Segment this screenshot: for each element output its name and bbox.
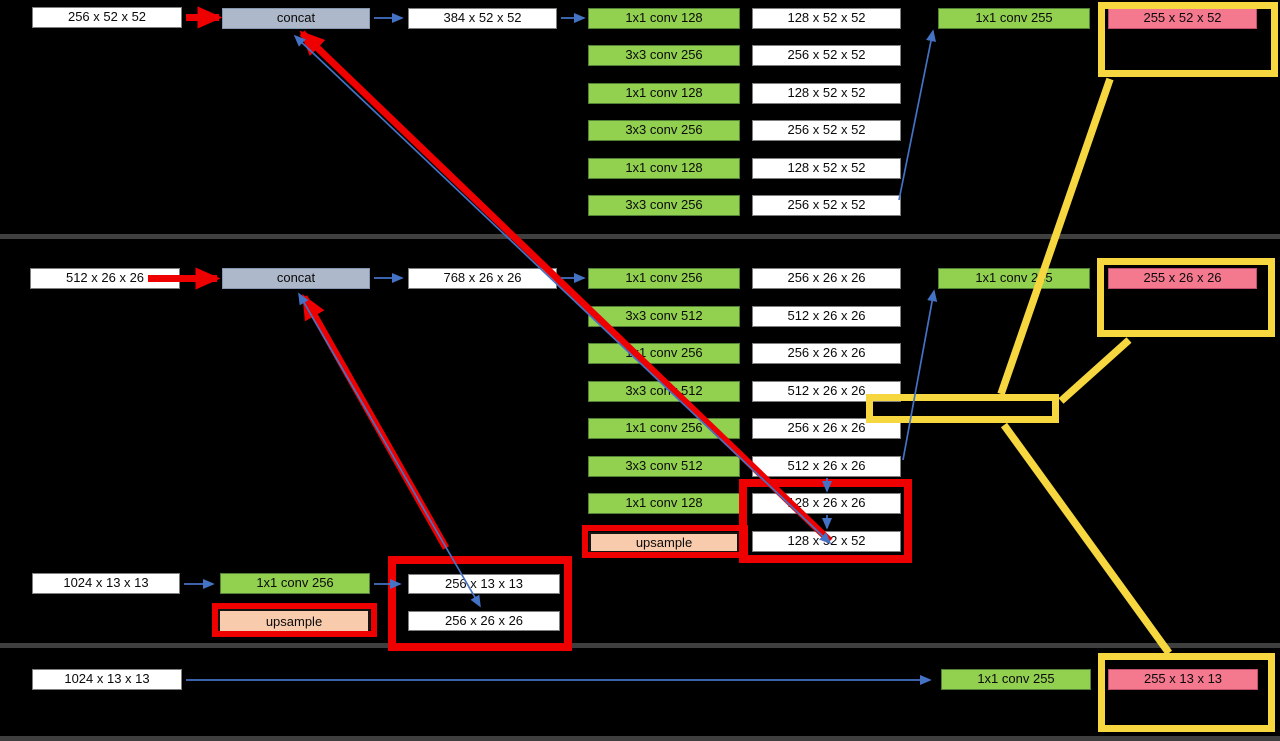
node-scale26-conv-7: 1x1 conv 128 — [588, 493, 740, 514]
node-scale52-output: 255 x 52 x 52 — [1108, 8, 1257, 29]
emph-up128-to-concat — [299, 30, 833, 544]
node-scale52-feat-2: 256 x 52 x 52 — [752, 45, 901, 66]
emph-up256-to-concat — [300, 293, 450, 550]
callout-link-13 — [1000, 422, 1173, 656]
node-scale26-conv-3: 1x1 conv 256 — [588, 343, 740, 364]
node-scale13-conv: 1x1 conv 256 — [220, 573, 370, 594]
flow-feat26-conv255 — [902, 289, 938, 461]
node-scale52-merged: 384 x 52 x 52 — [408, 8, 557, 29]
node-scale26-feat-8: 128 x 52 x 52 — [752, 531, 901, 552]
node-scale26-merged: 768 x 26 x 26 — [408, 268, 557, 289]
node-scale52-input: 256 x 52 x 52 — [32, 7, 182, 28]
node-scale26-concat: concat — [222, 268, 370, 289]
node-scale26-conv-4: 3x3 conv 512 — [588, 381, 740, 402]
node-scale52-conv-4: 3x3 conv 256 — [588, 120, 740, 141]
node-detect13-conv255: 1x1 conv 255 — [941, 669, 1091, 690]
node-scale13-feat13: 256 x 13 x 13 — [408, 574, 560, 594]
node-scale26-input: 512 x 26 x 26 — [30, 268, 180, 289]
flow-up128-concat52 — [293, 34, 832, 545]
callout-output-13 — [1098, 653, 1275, 732]
section-divider-3 — [0, 736, 1280, 741]
node-scale26-output: 255 x 26 x 26 — [1108, 268, 1257, 289]
node-scale13-upsample: upsample — [218, 609, 370, 633]
node-scale26-feat-1: 256 x 26 x 26 — [752, 268, 901, 289]
node-scale52-conv-2: 3x3 conv 256 — [588, 45, 740, 66]
yellow-callouts — [866, 2, 1278, 732]
node-scale26-conv-5: 1x1 conv 256 — [588, 418, 740, 439]
node-scale52-feat-1: 128 x 52 x 52 — [752, 8, 901, 29]
node-scale26-conv255: 1x1 conv 255 — [938, 268, 1090, 289]
node-scale13-feat26: 256 x 26 x 26 — [408, 611, 560, 631]
flow-feat52-conv255 — [898, 29, 936, 201]
node-scale26-feat-2: 512 x 26 x 26 — [752, 306, 901, 327]
node-scale26-conv-1: 1x1 conv 256 — [588, 268, 740, 289]
node-scale52-feat-5: 128 x 52 x 52 — [752, 158, 901, 179]
node-scale26-feat-6: 512 x 26 x 26 — [752, 456, 901, 477]
node-scale13-input: 1024 x 13 x 13 — [32, 573, 180, 594]
node-scale26-feat-5: 256 x 26 x 26 — [752, 418, 901, 439]
node-detect13-output: 255 x 13 x 13 — [1108, 669, 1258, 690]
flow-up256-concat26 — [298, 292, 481, 608]
node-scale52-conv-6: 3x3 conv 256 — [588, 195, 740, 216]
node-scale52-concat: concat — [222, 8, 370, 29]
section-divider-1 — [0, 234, 1280, 239]
node-scale52-feat-6: 256 x 52 x 52 — [752, 195, 901, 216]
node-scale52-feat-3: 128 x 52 x 52 — [752, 83, 901, 104]
node-scale26-feat-4: 512 x 26 x 26 — [752, 381, 901, 402]
section-divider-2 — [0, 643, 1280, 648]
callout-link-26 — [1058, 337, 1132, 404]
node-scale52-feat-4: 256 x 52 x 52 — [752, 120, 901, 141]
node-scale26-conv-6: 3x3 conv 512 — [588, 456, 740, 477]
node-scale26-conv-2: 3x3 conv 512 — [588, 306, 740, 327]
node-scale52-conv-3: 1x1 conv 128 — [588, 83, 740, 104]
node-scale52-conv-1: 1x1 conv 128 — [588, 8, 740, 29]
node-detect13-input: 1024 x 13 x 13 — [32, 669, 182, 690]
node-scale26-feat-7: 128 x 26 x 26 — [752, 493, 901, 514]
node-scale26-upsample: upsample — [589, 532, 739, 553]
node-scale52-conv-5: 1x1 conv 128 — [588, 158, 740, 179]
node-scale52-conv255: 1x1 conv 255 — [938, 8, 1090, 29]
node-scale26-feat-3: 256 x 26 x 26 — [752, 343, 901, 364]
